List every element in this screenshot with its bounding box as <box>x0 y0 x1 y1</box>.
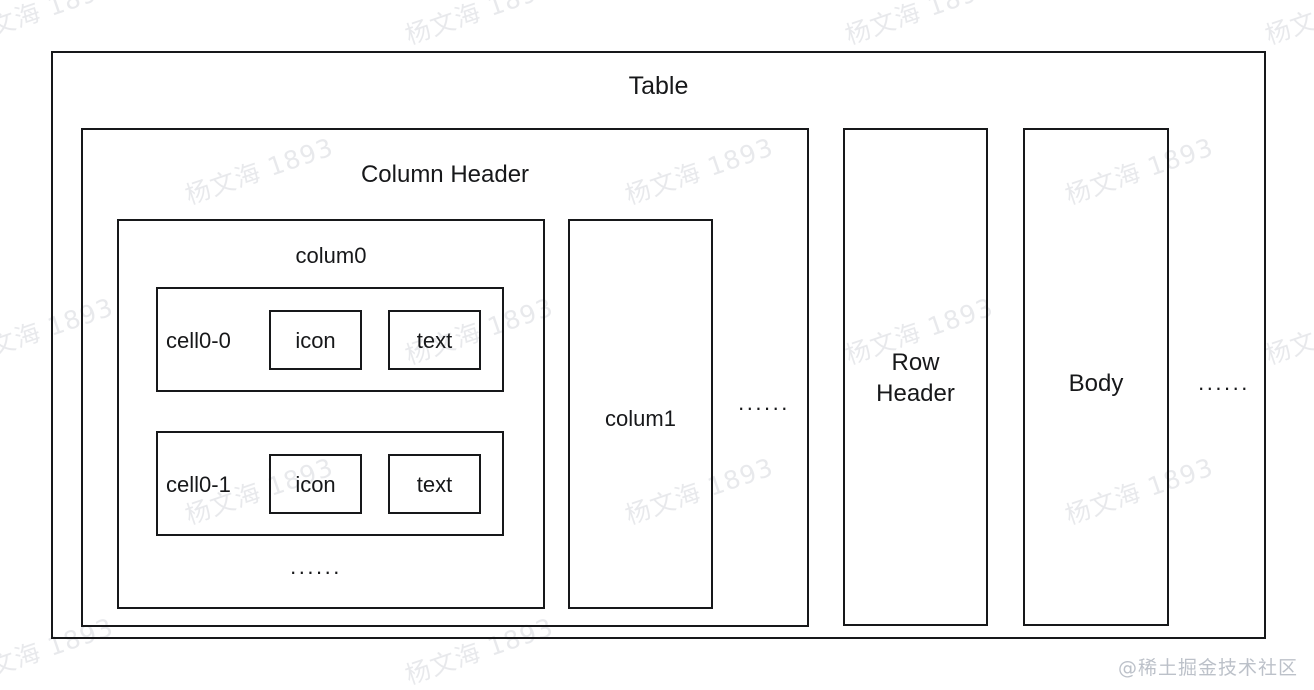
watermark-corner: @稀土掘金技术社区 <box>1117 657 1298 679</box>
watermark-tile: 杨文海 1893 <box>1261 0 1314 51</box>
cell0-0-icon-box <box>269 310 362 370</box>
colum1-box <box>568 219 713 609</box>
cell0-0-text-box <box>388 310 481 370</box>
column-header-box <box>81 128 809 627</box>
cell0-1-icon-box <box>269 454 362 514</box>
cell0-1-text-box <box>388 454 481 514</box>
cell0-0-box <box>156 287 504 392</box>
watermark-tile: 杨文海 1893 <box>0 0 117 51</box>
body-label: Body <box>1068 370 1124 397</box>
cell0-1-label: cell0-1 <box>166 472 231 497</box>
watermark-tile: 杨文海 1893 <box>401 0 558 51</box>
cell0-0-text-label: text <box>416 328 453 353</box>
cell0-0-icon-label: icon <box>295 328 336 353</box>
colum1-label: colum1 <box>605 406 676 431</box>
watermark-tile: 杨文海 1893 <box>1261 292 1314 371</box>
cell0-1-text-label: text <box>416 472 453 497</box>
colum0-more-ellipsis: ...... <box>290 554 342 579</box>
cell0-1-box <box>156 431 504 536</box>
table-box <box>51 51 1266 639</box>
colum0-label: colum0 <box>295 243 367 268</box>
body-box <box>1023 128 1169 626</box>
body-more-ellipsis: ...... <box>1198 370 1250 395</box>
table-label: Table <box>628 72 689 100</box>
watermark-tile: 杨文海 1893 <box>841 0 998 51</box>
column-header-label: Column Header <box>360 161 530 188</box>
columns-more-ellipsis: ...... <box>738 390 790 415</box>
row-header-label: Row Header <box>876 349 955 407</box>
row-header-box <box>843 128 988 626</box>
cell0-0-label: cell0-0 <box>166 328 231 353</box>
cell0-1-icon-label: icon <box>295 472 336 497</box>
colum0-box <box>117 219 545 609</box>
